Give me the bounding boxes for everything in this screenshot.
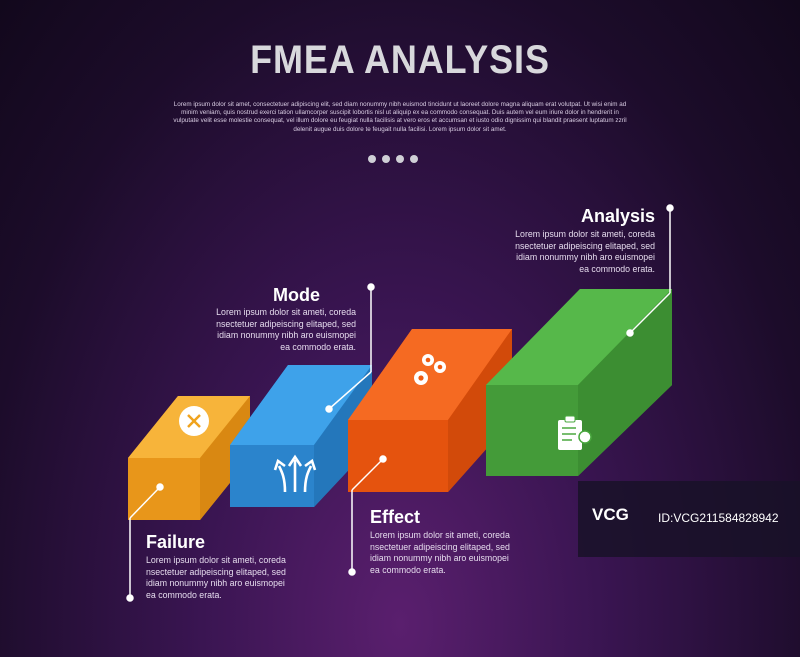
- step-label-analysis: Analysis: [580, 206, 655, 226]
- close-circle-icon: [179, 406, 209, 436]
- watermark-logo: VCG: [592, 505, 629, 524]
- watermark-id: ID:VCG211584828942: [658, 511, 779, 525]
- step-mode-block: [230, 365, 372, 507]
- gears-icon: [414, 354, 446, 385]
- step-label-effect: Effect: [370, 507, 421, 527]
- page-title: FMEA ANALYSIS: [250, 38, 550, 82]
- split-arrows-icon: [273, 454, 317, 493]
- step-effect-block: [348, 329, 512, 492]
- step-analysis-block: [486, 289, 672, 476]
- step-desc-failure: Lorem ipsum dolor sit ameti, coreda nsec…: [146, 555, 286, 600]
- dot: [410, 155, 418, 163]
- dot: [396, 155, 404, 163]
- step-desc-analysis: Lorem ipsum dolor sit ameti, coreda nsec…: [515, 229, 655, 274]
- clipboard-check-icon: [558, 415, 592, 450]
- step-desc-mode: Lorem ipsum dolor sit ameti, coreda nsec…: [216, 307, 356, 352]
- step-label-failure: Failure: [146, 532, 206, 552]
- pagination-dots: [368, 155, 418, 163]
- step-desc-effect: Lorem ipsum dolor sit ameti, coreda nsec…: [370, 530, 510, 575]
- dot: [382, 155, 390, 163]
- dot: [368, 155, 376, 163]
- subtitle-text: Lorem ipsum dolor sit amet, consectetuer…: [173, 101, 627, 133]
- connector-lines: [126, 204, 674, 602]
- watermark: VCG ID:VCG211584828942: [578, 481, 800, 557]
- step-label-mode: Mode: [273, 285, 320, 305]
